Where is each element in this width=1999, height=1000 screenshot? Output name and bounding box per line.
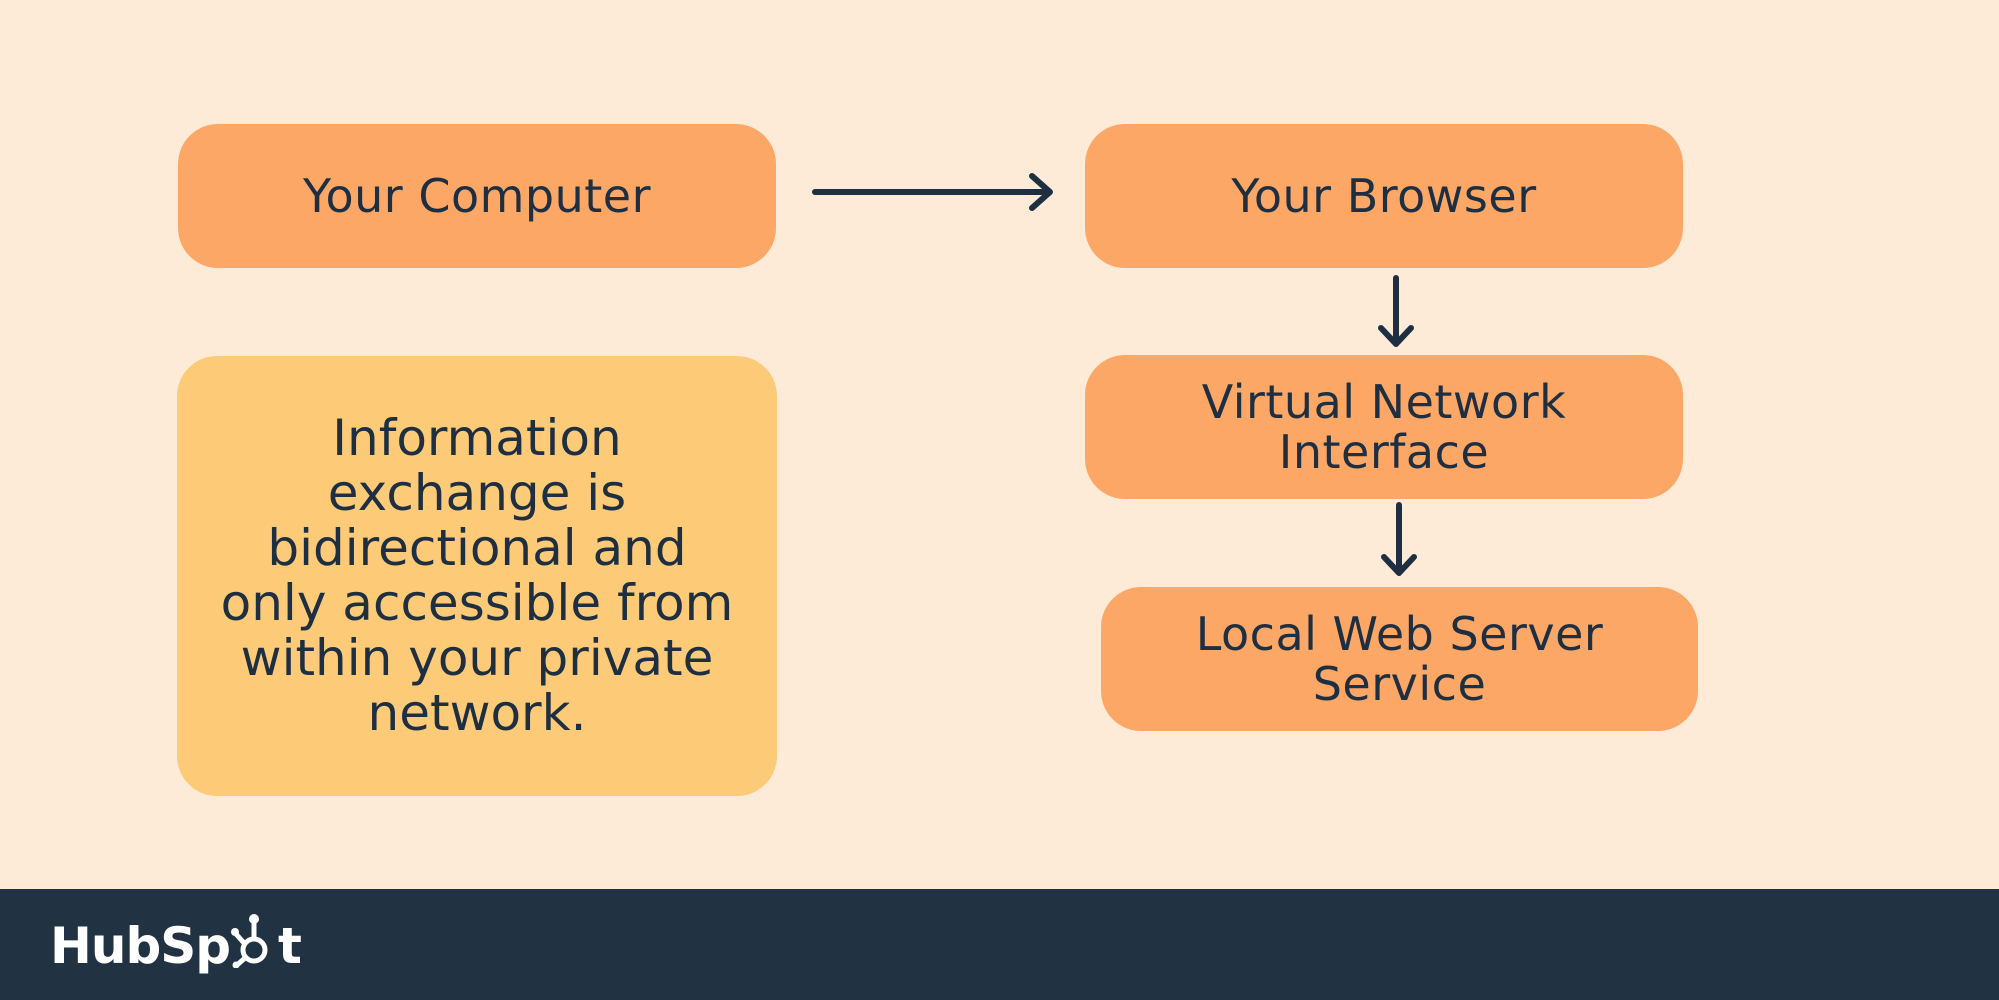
node-local-web-server-service: Local Web Server Service: [1101, 587, 1698, 731]
node-lws-label-line1: Local Web Server: [1195, 607, 1604, 661]
diagram-canvas: Your Computer Your Browser Virtual Netwo…: [177, 124, 1698, 796]
arrow-browser-to-vni: [1378, 275, 1414, 347]
logo-text-part1: HubSp: [50, 917, 231, 975]
node-vni-label-line1: Virtual Network: [1201, 375, 1567, 429]
arrow-computer-to-browser: [812, 173, 1053, 211]
node-your-computer-label: Your Computer: [303, 169, 651, 223]
node-your-computer: Your Computer: [178, 124, 776, 268]
node-vni-label-line2: Interface: [1278, 425, 1490, 479]
node-your-browser-label: Your Browser: [1231, 169, 1537, 223]
footer-bar: HubSp t: [0, 889, 1999, 1000]
note-box: Information exchange is bidirectional an…: [177, 356, 777, 796]
hubspot-logo[interactable]: HubSp t: [50, 911, 302, 981]
arrow-vni-to-lws: [1381, 502, 1417, 576]
note-text: Information exchange is bidirectional an…: [220, 409, 734, 742]
hubspot-sprocket-icon: [231, 914, 268, 968]
node-your-browser: Your Browser: [1085, 124, 1683, 268]
logo-text-part2: t: [278, 917, 302, 975]
node-virtual-network-interface: Virtual Network Interface: [1085, 355, 1683, 499]
node-lws-label-line2: Service: [1312, 657, 1487, 711]
